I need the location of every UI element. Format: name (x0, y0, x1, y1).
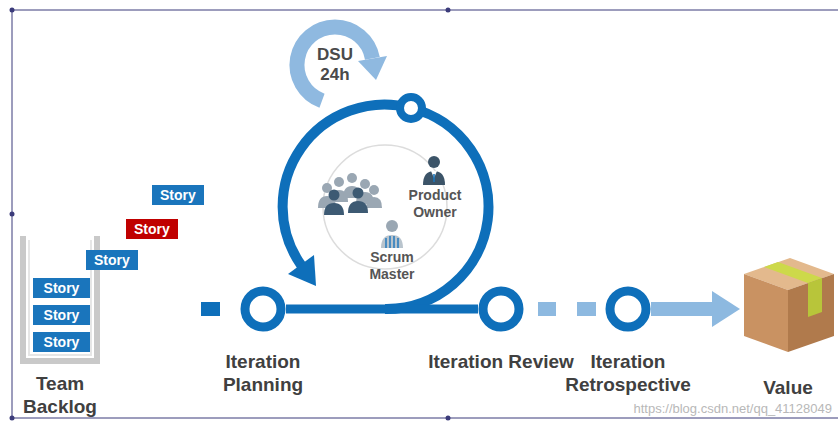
connector-line (286, 305, 478, 314)
iteration-loop (283, 105, 411, 266)
node-label: Iteration Retrospective (543, 350, 713, 396)
story-card: Story (33, 332, 90, 352)
story-card: Story (33, 278, 90, 298)
story-text: Story (41, 332, 82, 352)
product-owner-icon (423, 156, 445, 185)
role-label: Scrum Master (352, 249, 432, 283)
node-label: Value (743, 376, 833, 399)
story-text: Story (94, 250, 130, 270)
story-text: Story (160, 185, 196, 205)
watermark: https://blog.csdn.net/qq_41128049 (560, 401, 832, 417)
node-label: Team Backlog (5, 372, 115, 418)
arrowhead (712, 291, 740, 327)
selection-frame (12, 10, 838, 418)
selection-handle (10, 8, 451, 421)
story-text: Story (41, 278, 82, 298)
node-label: Iteration Review (426, 350, 576, 373)
node-label: Iteration Planning (188, 350, 338, 396)
daily-standup: DSU 24h (290, 20, 380, 110)
iteration-circle (478, 286, 524, 332)
iteration-node: Iteration Planning (240, 286, 286, 332)
node-label: DSU 24h (312, 45, 358, 85)
iteration-node: Iteration Review (478, 286, 524, 332)
story-text: Story (134, 219, 170, 239)
iteration-circle (240, 286, 286, 332)
flow-connector (651, 291, 740, 327)
loop-arrowhead (288, 255, 316, 286)
scrum-master-icon (381, 220, 403, 248)
story-card: Story (86, 250, 138, 270)
value-box: Value (740, 250, 836, 356)
flow-dash (201, 302, 220, 316)
loop-node (400, 97, 422, 119)
role-label: Product Owner (395, 187, 475, 221)
value-box-illustration (740, 250, 836, 356)
flow-connector (524, 309, 605, 310)
connector-line (651, 302, 712, 316)
story-card: Story (126, 219, 178, 239)
iteration-node: Iteration Retrospective (605, 286, 651, 332)
iteration-circle (605, 286, 651, 332)
story-card: Story (33, 305, 90, 325)
story-card: Story (152, 185, 204, 205)
story-text: Story (41, 305, 82, 325)
flow-connector (286, 309, 478, 310)
connector-line (524, 302, 605, 316)
team-icon (318, 173, 382, 215)
